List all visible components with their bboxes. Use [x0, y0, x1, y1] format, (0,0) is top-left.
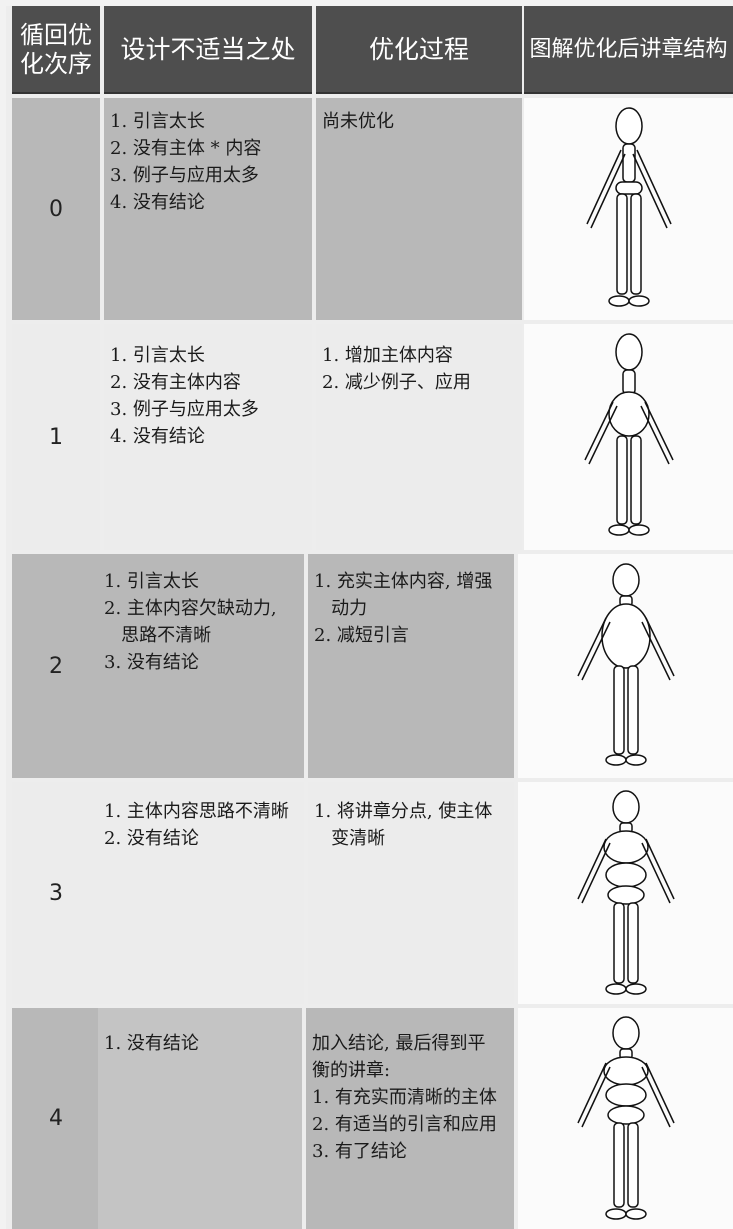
process-item: 动力	[314, 598, 368, 619]
issue-item: 1. 引言太长	[104, 571, 199, 592]
row-0-issues: 1. 引言太长 2. 没有主体 * 内容 3. 例子与应用太多 4. 没有结论	[104, 98, 312, 320]
issue-item: 2. 没有结论	[104, 828, 199, 849]
row-3-figure	[518, 782, 733, 1004]
row-2-order: 2	[12, 554, 100, 778]
row-1-process: 1. 增加主体内容 2. 减少例子、应用	[316, 324, 522, 550]
issue-item: 1. 引言太长	[110, 345, 205, 366]
row-1-figure	[524, 324, 733, 550]
process-item: 1. 将讲章分点, 使主体	[314, 801, 493, 822]
issue-item: 1. 没有结论	[104, 1033, 199, 1054]
issue-item: 2. 没有主体内容	[110, 372, 241, 393]
issue-item: 3. 没有结论	[104, 652, 199, 673]
order-number: 3	[49, 880, 63, 906]
process-item: 尚未优化	[322, 111, 394, 132]
process-item: 2. 有适当的引言和应用	[312, 1114, 497, 1135]
row-3-order: 3	[12, 782, 100, 1004]
row-1-issues: 1. 引言太长 2. 没有主体内容 3. 例子与应用太多 4. 没有结论	[104, 324, 312, 550]
header-structure-label: 图解优化后讲章结构	[529, 36, 728, 62]
row-2-process: 1. 充实主体内容, 增强 动力 2. 减短引言	[308, 554, 514, 778]
figure-body-with-torso-icon	[583, 333, 674, 536]
row-0-process: 尚未优化	[316, 98, 522, 320]
process-item: 1. 充实主体内容, 增强	[314, 571, 493, 592]
row-0-order: 0	[12, 98, 100, 320]
header-process: 优化过程	[316, 6, 522, 94]
row-3-process: 1. 将讲章分点, 使主体 变清晰	[308, 782, 514, 1004]
issue-item: 3. 例子与应用太多	[110, 399, 259, 420]
order-number: 2	[49, 653, 63, 679]
figure-thin-body-icon	[585, 107, 672, 307]
header-issues: 设计不适当之处	[104, 6, 312, 94]
figure-balanced-body-icon	[576, 1015, 675, 1220]
row-2-figure	[518, 554, 733, 778]
row-4-figure	[518, 1008, 733, 1229]
row-0-figure	[524, 98, 733, 320]
process-item: 2. 减短引言	[314, 625, 409, 646]
issue-item: 4. 没有结论	[110, 426, 205, 447]
process-item: 衡的讲章:	[312, 1060, 391, 1081]
process-item: 1. 增加主体内容	[322, 345, 453, 366]
header-structure: 图解优化后讲章结构	[524, 6, 733, 94]
issue-item: 1. 主体内容思路不清晰	[104, 801, 289, 822]
row-2-issues: 1. 引言太长 2. 主体内容欠缺动力, 思路不清晰 3. 没有结论	[98, 554, 304, 778]
issue-item: 1. 引言太长	[110, 111, 205, 132]
issue-item: 思路不清晰	[104, 625, 212, 646]
header-issues-label: 设计不适当之处	[120, 35, 296, 64]
process-item: 3. 有了结论	[312, 1141, 407, 1162]
figure-segmented-body-icon	[576, 790, 675, 995]
row-3-issues: 1. 主体内容思路不清晰 2. 没有结论	[98, 782, 304, 1004]
row-4-issues: 1. 没有结论	[98, 1008, 302, 1229]
process-item: 变清晰	[314, 828, 386, 849]
order-number: 1	[49, 424, 63, 450]
issue-item: 3. 例子与应用太多	[110, 165, 259, 186]
issue-item: 2. 主体内容欠缺动力,	[104, 598, 277, 619]
issue-item: 4. 没有结论	[110, 192, 205, 213]
issue-item: 2. 没有主体 * 内容	[110, 138, 262, 159]
process-item: 1. 有充实而清晰的主体	[312, 1087, 497, 1108]
header-process-label: 优化过程	[368, 35, 469, 64]
header-order-label: 循回优 化次序	[20, 21, 92, 78]
order-number: 4	[49, 1106, 63, 1131]
header-order: 循回优 化次序	[12, 6, 100, 94]
row-4-process: 加入结论, 最后得到平 衡的讲章: 1. 有充实而清晰的主体 2. 有适当的引言…	[306, 1008, 514, 1229]
figure-stronger-body-icon	[576, 563, 675, 766]
process-item: 加入结论, 最后得到平	[312, 1033, 486, 1054]
order-number: 0	[49, 196, 63, 222]
optimization-table: 循回优 化次序 设计不适当之处 优化过程 图解优化后讲章结构 0 1. 引言太长…	[6, 6, 733, 1229]
row-4-order: 4	[12, 1008, 100, 1229]
process-item: 2. 减少例子、应用	[322, 372, 471, 393]
row-1-order: 1	[12, 324, 100, 550]
